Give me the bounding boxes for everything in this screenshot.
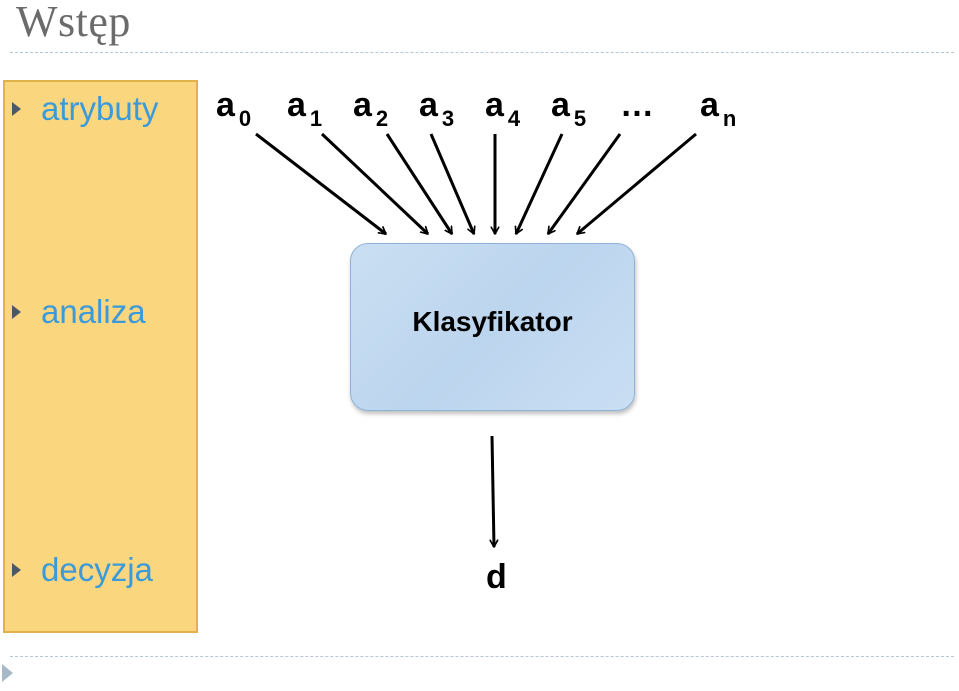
- top-divider: [10, 52, 954, 53]
- sidebar-item-decyzja: decyzja: [12, 553, 153, 586]
- sidebar-item-label: decyzja: [41, 551, 153, 588]
- decision-output: d: [486, 558, 507, 596]
- sidebar-item-atrybuty: atrybuty: [12, 92, 158, 125]
- bullet-triangle-icon: [12, 101, 21, 116]
- attribute-subscript: 3: [441, 106, 455, 131]
- arrow-output: [492, 435, 494, 547]
- attribute-base: a: [216, 86, 235, 124]
- attribute-subscript: n: [722, 106, 737, 131]
- sidebar-item-analiza: analiza: [12, 295, 146, 328]
- sidebar-panel: [3, 80, 198, 633]
- arrow-a0: [255, 132, 387, 236]
- sidebar-item-label: atrybuty: [41, 90, 159, 127]
- attribute-base: a: [287, 86, 306, 124]
- attribute-subscript: 2: [375, 106, 389, 131]
- attribute-ellipsis: …: [620, 86, 654, 124]
- sidebar-item-label: analiza: [41, 293, 146, 330]
- attribute-subscript: 4: [507, 106, 521, 131]
- attribute-subscript: 0: [238, 106, 252, 131]
- attribute-subscript: 5: [573, 106, 587, 131]
- arrow-a3: [429, 133, 474, 234]
- arrow-a2: [385, 133, 454, 234]
- arrow-an: [576, 132, 697, 236]
- attribute-base: a: [551, 86, 570, 124]
- bullet-triangle-icon: [12, 562, 21, 577]
- classifier-box: Klasyfikator: [350, 243, 635, 411]
- arrow-a1: [320, 132, 430, 236]
- attribute-base: a: [419, 86, 438, 124]
- attribute-base: a: [700, 86, 719, 124]
- classifier-label: Klasyfikator: [412, 306, 573, 337]
- footer-triangle-icon: [2, 664, 13, 682]
- arrow-ellipsis: [546, 133, 622, 235]
- attribute-base: a: [353, 86, 372, 124]
- attribute-subscript: 1: [309, 106, 323, 131]
- page-title: Wstęp: [16, 0, 131, 46]
- attribute-base: a: [485, 86, 504, 124]
- bottom-divider: [10, 656, 954, 657]
- arrow-a5: [516, 133, 564, 234]
- bullet-triangle-icon: [12, 304, 21, 319]
